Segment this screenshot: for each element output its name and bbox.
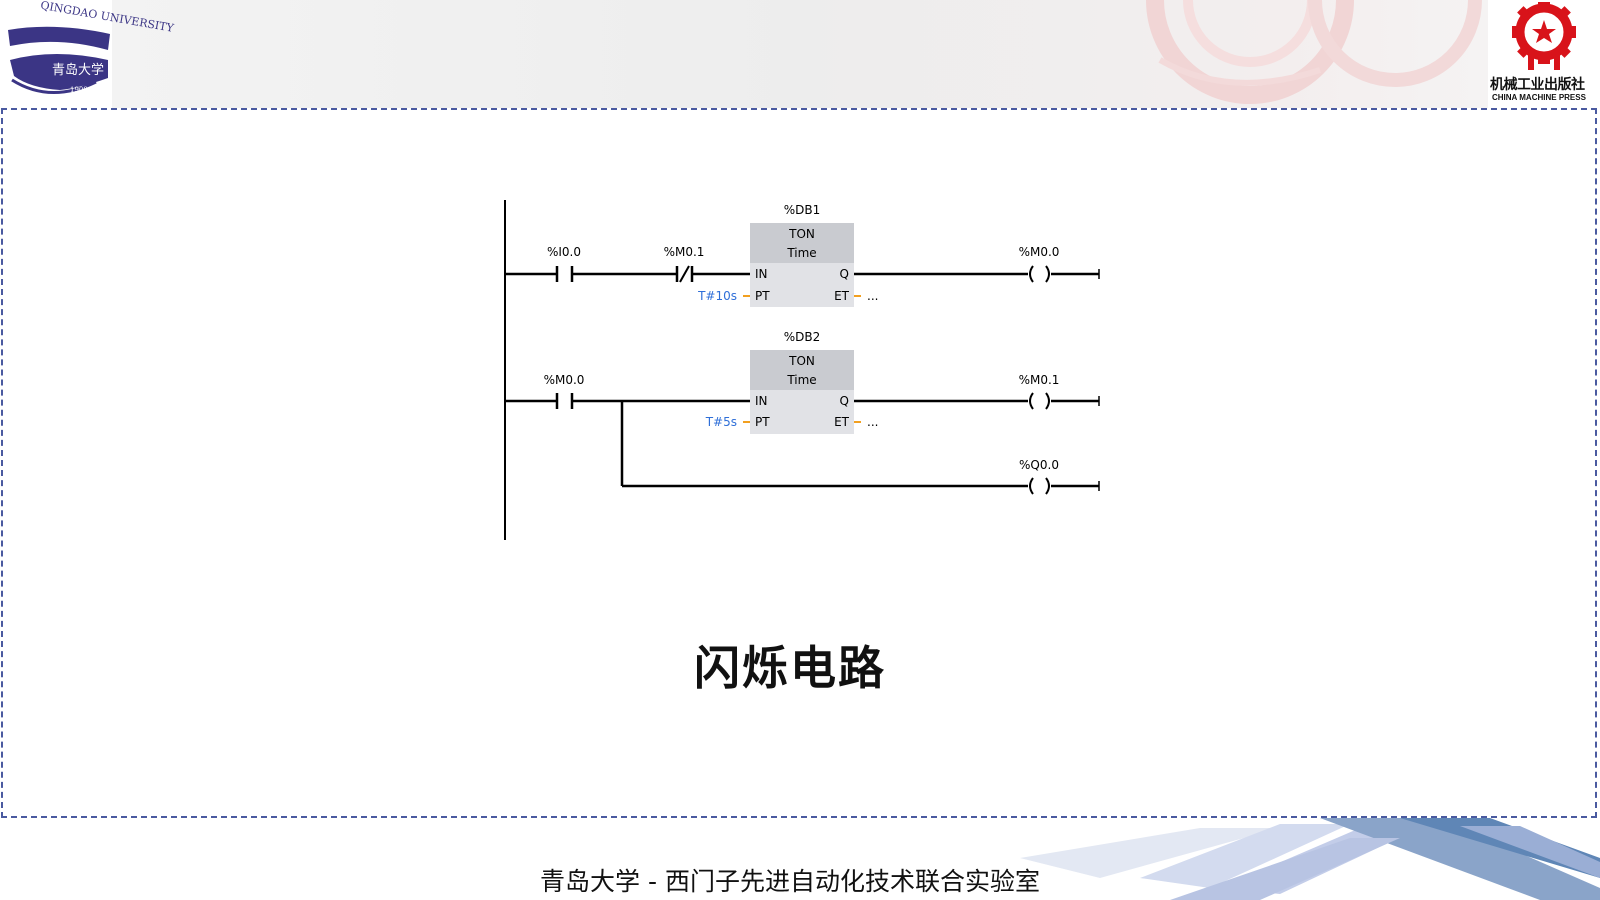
footer-text: 青岛大学 - 西门子先进自动化技术联合实验室 bbox=[540, 867, 1040, 896]
contact-nc-m0-1 bbox=[675, 265, 694, 283]
university-logo: QINGDAO UNIVERSITY 青岛大学 1909 bbox=[0, 0, 175, 108]
contact-no-m0-0 bbox=[555, 393, 574, 409]
contact-label: %M0.0 bbox=[544, 373, 585, 387]
header-banner bbox=[0, 0, 1600, 108]
et-value: ... bbox=[867, 415, 878, 429]
contact-label: %I0.0 bbox=[547, 245, 581, 259]
coil-label: %M0.1 bbox=[1019, 373, 1060, 387]
pin-pt: PT bbox=[755, 415, 770, 429]
publisher-chinese-name: 机械工业出版社 bbox=[1490, 77, 1585, 93]
block-instance-label: %DB1 bbox=[784, 203, 821, 217]
coil-m0-0 bbox=[1029, 265, 1050, 283]
coil-q0-0 bbox=[1029, 477, 1050, 495]
timer-block-body bbox=[750, 263, 854, 307]
logo-chinese-name: 青岛大学 bbox=[52, 62, 104, 78]
coil-m0-1 bbox=[1029, 392, 1050, 410]
block-subtype: Time bbox=[786, 373, 816, 387]
pin-in: IN bbox=[755, 394, 768, 408]
block-type: TON bbox=[788, 227, 815, 241]
content-frame bbox=[1, 108, 1597, 818]
pt-value: T#10s bbox=[697, 289, 737, 303]
publisher-logo bbox=[1488, 0, 1600, 108]
decorative-arcs bbox=[1146, 0, 1482, 104]
timer-block-body bbox=[750, 390, 854, 434]
et-value: ... bbox=[867, 289, 878, 303]
network-1: %I0.0 %M0.1 %DB1 TON Time IN PT Q ET T#1… bbox=[505, 203, 1100, 307]
block-type: TON bbox=[788, 354, 815, 368]
pt-value: T#5s bbox=[705, 415, 737, 429]
diagram-caption: 闪烁电路 bbox=[694, 641, 886, 695]
pin-q: Q bbox=[840, 267, 849, 281]
contact-label: %M0.1 bbox=[664, 245, 705, 259]
block-subtype: Time bbox=[786, 246, 816, 260]
pin-et: ET bbox=[834, 289, 850, 303]
pin-q: Q bbox=[840, 394, 849, 408]
publisher-english-name: CHINA MACHINE PRESS bbox=[1492, 93, 1586, 102]
network-2: %M0.0 %DB2 TON Time IN PT Q ET T#5s ... … bbox=[505, 330, 1100, 495]
footer-stripes bbox=[1020, 818, 1600, 900]
logo-year: 1909 bbox=[70, 86, 88, 94]
coil-label: %Q0.0 bbox=[1019, 458, 1059, 472]
timer-block-header bbox=[750, 223, 854, 263]
pin-in: IN bbox=[755, 267, 768, 281]
timer-block-header bbox=[750, 350, 854, 390]
pin-pt: PT bbox=[755, 289, 770, 303]
coil-label: %M0.0 bbox=[1019, 245, 1060, 259]
contact-no-i0-0 bbox=[555, 266, 574, 282]
block-instance-label: %DB2 bbox=[784, 330, 821, 344]
pin-et: ET bbox=[834, 415, 850, 429]
